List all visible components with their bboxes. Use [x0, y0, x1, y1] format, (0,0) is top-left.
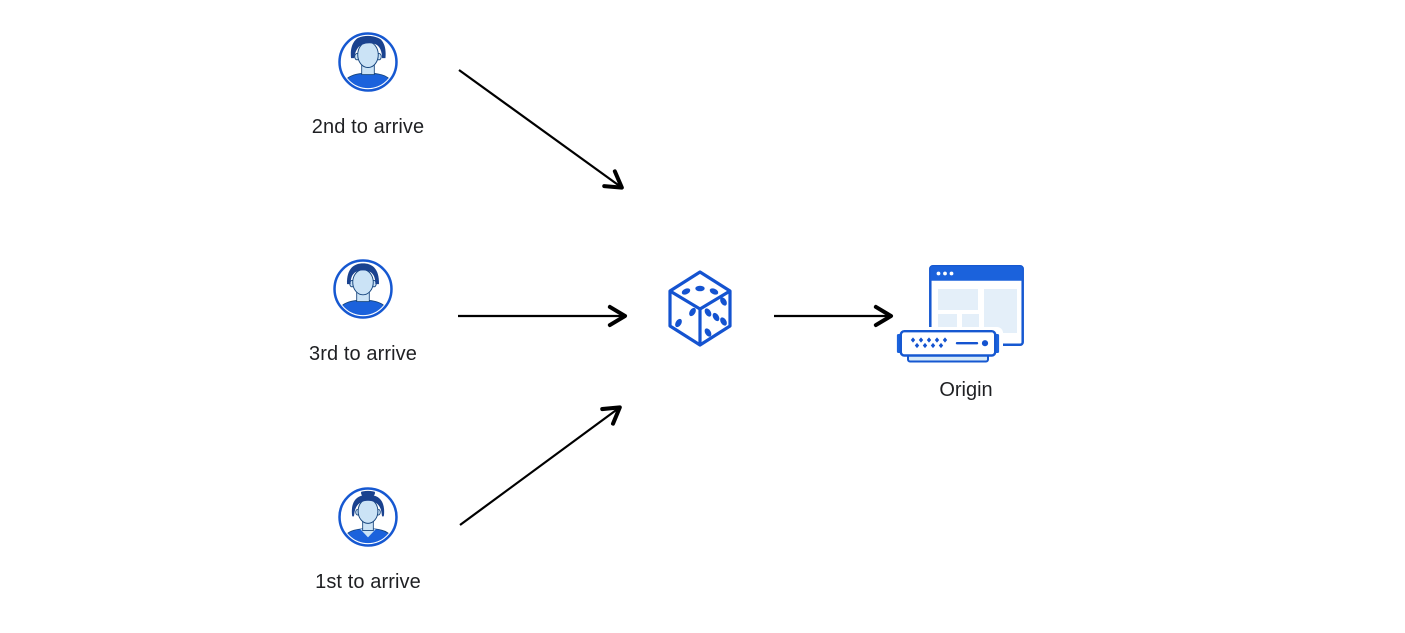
server-appliance-icon: [896, 330, 1000, 363]
user-node-3rd-to-arrive: 3rd to arrive: [283, 258, 443, 366]
arrow-user1-to-dice: [459, 405, 622, 526]
browser-window-icon: [929, 265, 1024, 346]
user-label-2nd-to-arrive: 2nd to arrive: [311, 116, 425, 138]
user-label-3rd-to-arrive: 3rd to arrive: [308, 343, 417, 365]
dice-icon: [668, 270, 732, 347]
avatar-male-crop-icon: [333, 259, 393, 319]
user-label-1st-to-arrive: 1st to arrive: [315, 571, 421, 593]
avatar-male-quiff-icon: [338, 32, 398, 92]
arrow-user2-to-dice: [458, 69, 624, 190]
origin-label: Origin: [939, 379, 993, 401]
avatar-female-bun-icon: [338, 487, 398, 547]
user-node-1st-to-arrive: 1st to arrive: [288, 486, 448, 594]
user-node-2nd-to-arrive: 2nd to arrive: [288, 31, 448, 139]
